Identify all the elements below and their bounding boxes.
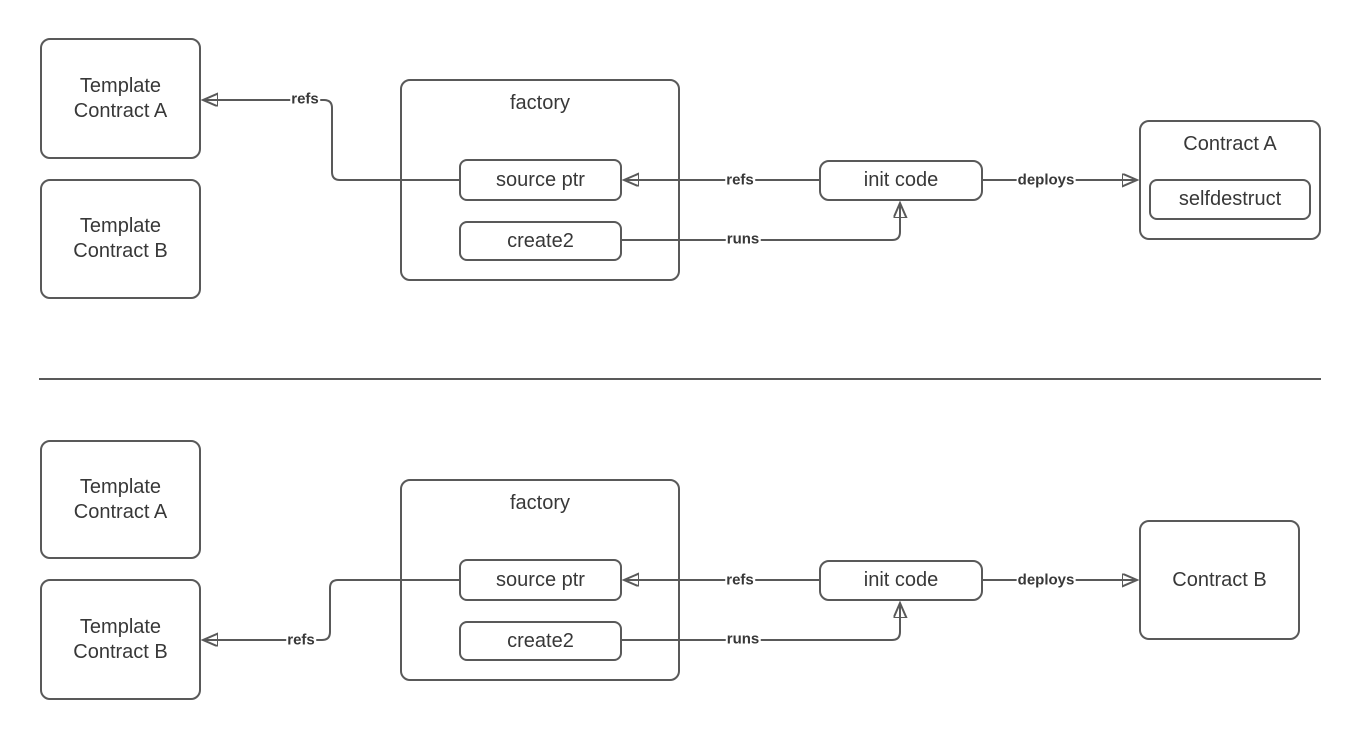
bottom-source-ptr-label: source ptr (496, 568, 585, 591)
top-init-code-label: init code (863, 169, 939, 191)
top-selfdestruct-box: selfdestruct (1149, 179, 1311, 220)
top-factory-label: factory (509, 92, 571, 114)
top-init-code-box: init code (819, 160, 983, 201)
bottom-edge-label-refs-template: refs (286, 631, 316, 649)
top-create2-label: create2 (507, 229, 574, 252)
bottom-create2-label: create2 (507, 629, 574, 652)
bottom-edge-label-refs-source-ptr: refs (725, 571, 755, 589)
bottom-edge-label-runs: runs (725, 630, 761, 648)
top-edge-label-runs: runs (725, 230, 761, 248)
top-template-contract-b-label: Template Contract B (73, 215, 168, 262)
bottom-init-code-label: init code (863, 569, 939, 591)
bottom-contract-b-label: Contract B (1172, 568, 1267, 591)
top-contract-a-label: Contract A (1183, 133, 1277, 155)
top-edge-label-refs-source-ptr: refs (725, 171, 755, 189)
bottom-template-contract-b-box: Template Contract B (40, 579, 201, 700)
top-template-contract-b-box: Template Contract B (40, 179, 201, 299)
top-source-ptr-label: source ptr (496, 168, 585, 191)
bottom-template-contract-b-label: Template Contract B (73, 615, 168, 663)
bottom-init-code-box: init code (819, 560, 983, 601)
top-selfdestruct-label: selfdestruct (1178, 188, 1282, 210)
bottom-template-contract-a-label: Template Contract A (73, 475, 168, 523)
top-template-contract-a-box: Template Contract A (40, 38, 201, 159)
section-divider-line (39, 378, 1321, 380)
top-template-contract-a-label: Template Contract A (73, 74, 168, 122)
bottom-factory-label: factory (509, 492, 571, 514)
top-source-ptr-box: source ptr (459, 159, 622, 201)
top-create2-box: create2 (459, 221, 622, 261)
top-edge-label-refs-template: refs (290, 90, 320, 108)
bottom-edge-label-deploys: deploys (1016, 571, 1076, 589)
top-edge-label-deploys: deploys (1016, 171, 1076, 189)
bottom-template-contract-a-box: Template Contract A (40, 440, 201, 559)
bottom-contract-b-box: Contract B (1139, 520, 1300, 640)
bottom-create2-box: create2 (459, 621, 622, 661)
bottom-source-ptr-box: source ptr (459, 559, 622, 601)
